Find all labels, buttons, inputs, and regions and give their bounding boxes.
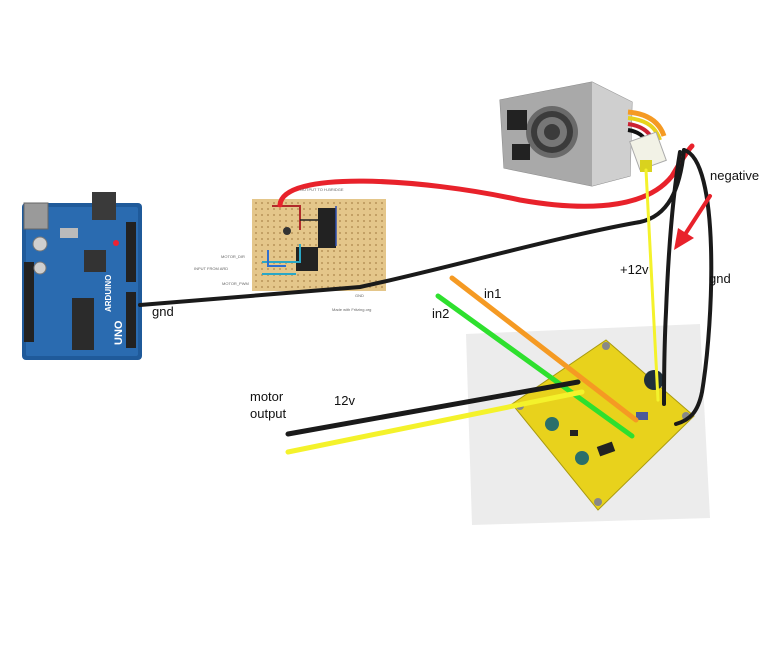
atx-power-supply xyxy=(499,81,667,187)
in2-wire xyxy=(435,293,635,439)
in2-label: in2 xyxy=(432,306,450,321)
twelve-v-label: 12v xyxy=(334,393,355,408)
negative-label: negative xyxy=(710,168,760,183)
stripboard-made-with: Made with Fritzing.org xyxy=(332,307,372,312)
stripboard-motor-pwm-label: MOTOR_PWM xyxy=(222,281,249,286)
stripboard-motor-dir-label: MOTOR_DIR xyxy=(221,254,245,259)
in1-label: in1 xyxy=(484,286,502,301)
plus12v-label: +12v xyxy=(620,262,649,277)
stripboard-gnd-label: GND xyxy=(355,293,364,298)
stripboard-output-label: OUTPUT TO H-BRIDGE xyxy=(300,187,344,192)
twelve-v-wire xyxy=(285,389,585,455)
h-bridge-module-photo xyxy=(466,324,710,525)
motor-output-label: motor output xyxy=(250,389,287,421)
stripboard xyxy=(252,199,386,291)
arduino-model-text: UNO xyxy=(113,320,125,345)
negative-wire-psu xyxy=(662,150,682,406)
in1-wire xyxy=(449,275,639,423)
gnd-wire-psu xyxy=(674,148,714,426)
gnd-right-label: gnd xyxy=(709,271,731,286)
negative-arrow xyxy=(674,194,712,250)
gnd-left-label: gnd xyxy=(152,304,174,319)
arduino-uno-board xyxy=(22,192,142,360)
stripboard-input-label: INPUT FROM ARD xyxy=(194,266,229,271)
motor-output-wire xyxy=(285,379,581,437)
plus12v-wire xyxy=(644,168,660,402)
arduino-brand-text: ARDUINO xyxy=(104,275,113,312)
